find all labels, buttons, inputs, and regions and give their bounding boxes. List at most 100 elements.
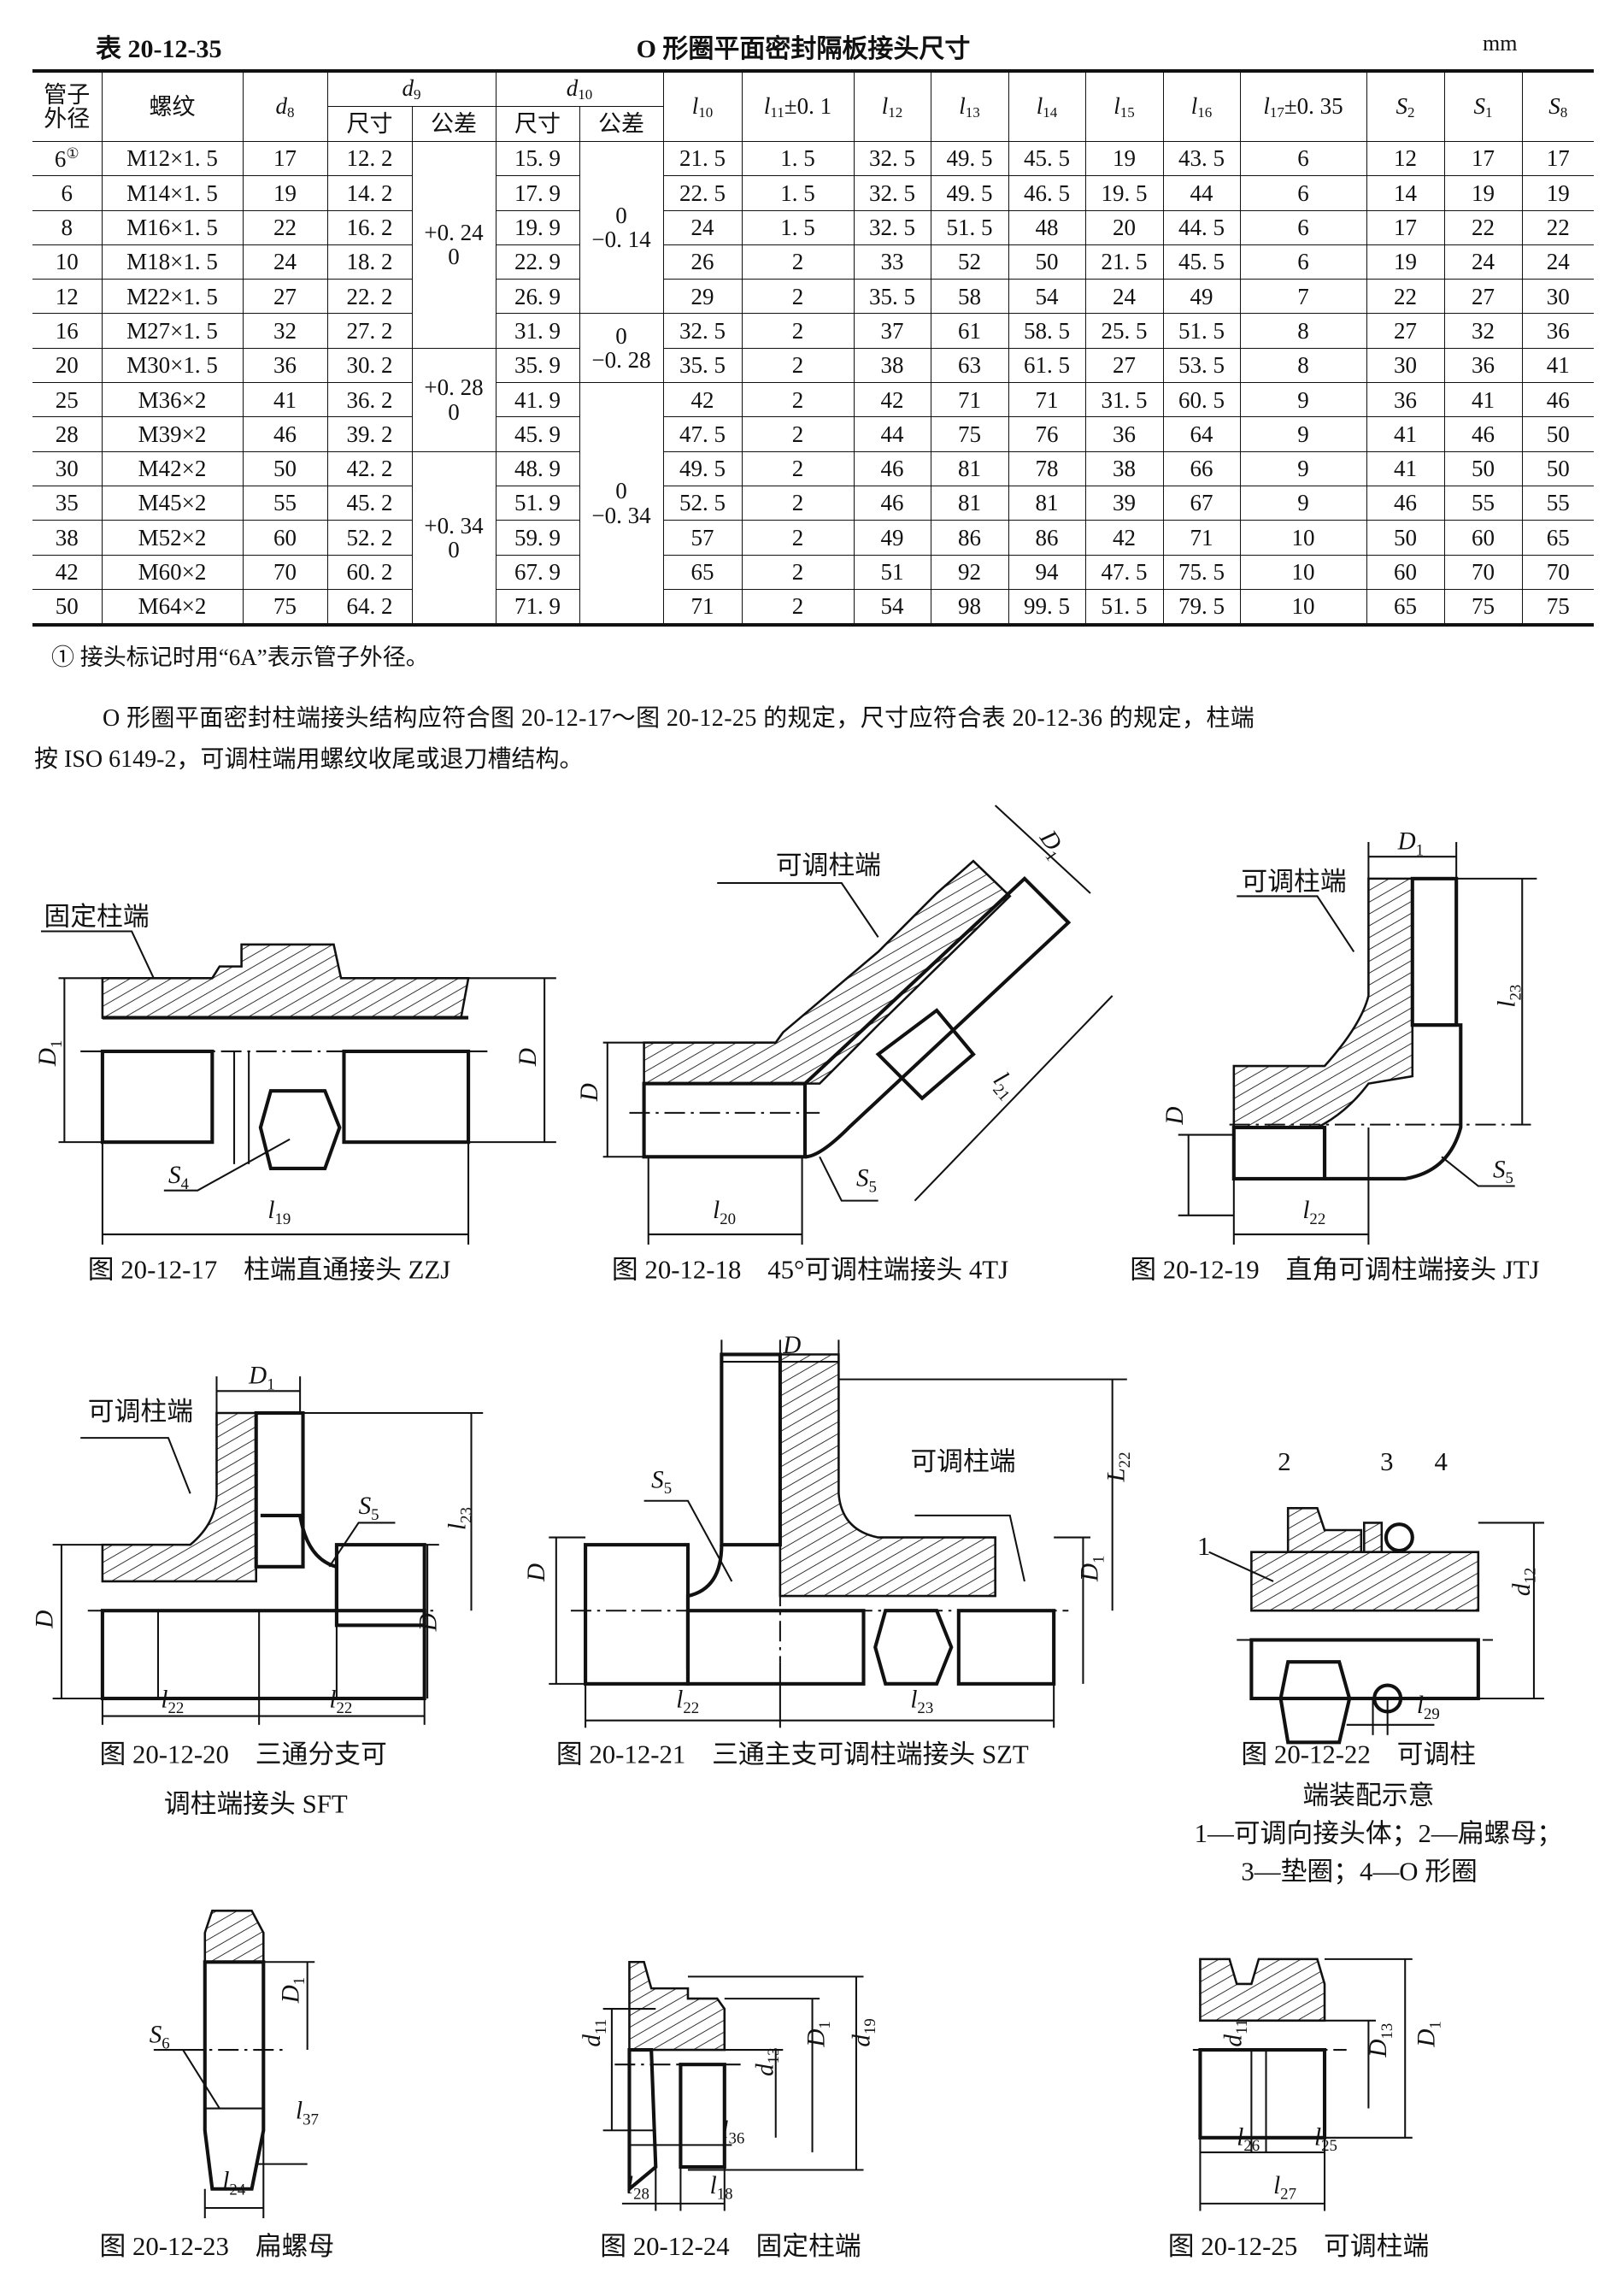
callout-label: 固定柱端 <box>44 903 149 932</box>
cell-l13: 51. 5 <box>930 209 1009 245</box>
value: 38 <box>55 524 79 550</box>
figure-20-12-20 <box>52 1376 484 1725</box>
cell-l11: 2 <box>741 485 855 521</box>
cell-l17: 9 <box>1239 485 1367 521</box>
label-subscript: 1 <box>1426 2021 1444 2028</box>
cell-d9-size: 14. 2 <box>326 175 413 211</box>
cell-l14: 86 <box>1008 520 1086 556</box>
cell-l10: 29 <box>662 279 743 315</box>
cell-l15: 19 <box>1084 140 1164 177</box>
label-subscript: 19 <box>861 2018 879 2034</box>
cell-s2: 12 <box>1366 140 1445 177</box>
label-subscript: 23 <box>1507 985 1525 1001</box>
cell-l17: 9 <box>1239 382 1367 418</box>
cell-s1: 27 <box>1443 279 1523 315</box>
cell-l15: 47. 5 <box>1084 554 1164 590</box>
cell-d10-size: 71. 9 <box>495 588 580 626</box>
label-subscript: 5 <box>1506 1169 1513 1187</box>
dimension-label: l22 <box>1302 1197 1325 1228</box>
dimension-label: S5 <box>359 1492 379 1524</box>
cell-l13: 61 <box>930 313 1009 349</box>
dimension-label: S5 <box>856 1165 877 1197</box>
cell-s2: 14 <box>1366 175 1445 211</box>
label-subscript: 26 <box>1243 2137 1260 2155</box>
cell-l12: 49 <box>853 520 931 556</box>
dimension-label: l29 <box>1417 1692 1440 1723</box>
cell-thread: M22×1. 5 <box>101 279 244 315</box>
lower-deviation: 0 <box>448 536 460 562</box>
label-symbol: d <box>848 2034 875 2047</box>
dimension-label: l21 <box>984 1067 1024 1104</box>
symbol: d <box>275 92 288 119</box>
cell-d10-size: 51. 9 <box>495 485 580 521</box>
header-l17: l17±0. 35 <box>1239 70 1367 142</box>
cell-l12: 46 <box>853 450 931 486</box>
subscript: 16 <box>1197 103 1213 121</box>
header-text: 外径 <box>44 106 91 132</box>
figure-20-12-25 <box>1192 1957 1413 2211</box>
dimension-label: D13 <box>1365 2023 1396 2058</box>
dimension-label: l22 <box>676 1686 699 1717</box>
body-paragraph-line-2: 按 ISO 6149-2，可调柱端用螺纹收尾或退刀槽结构。 <box>34 746 584 773</box>
value: 42 <box>55 559 79 586</box>
cell-l13: 81 <box>930 450 1009 486</box>
cell-thread: M12×1. 5 <box>101 140 244 177</box>
dimension-label: d12 <box>1508 1568 1540 1596</box>
figure-caption: 图 20-12-25 可调柱端 <box>1168 2232 1430 2261</box>
cell-thread: M18×1. 5 <box>101 244 244 280</box>
symbol: l <box>881 92 889 119</box>
cell-l13: 98 <box>930 588 1009 626</box>
cell-thread: M60×2 <box>101 554 244 590</box>
dimension-label: d11 <box>1219 2019 1251 2047</box>
body-paragraph-line-1: O 形圈平面密封柱端接头结构应符合图 20-12-17～图 20-12-25 的… <box>103 705 1255 732</box>
label-symbol: S <box>651 1466 664 1493</box>
cell-l16: 60. 5 <box>1162 382 1241 418</box>
cell-l15: 21. 5 <box>1084 244 1164 280</box>
cell-s1: 36 <box>1443 347 1523 384</box>
cell-s8: 17 <box>1521 140 1594 177</box>
cell-s8: 50 <box>1521 416 1594 452</box>
cell-l10: 32. 5 <box>662 313 743 349</box>
upper-deviation: +0. 28 <box>424 374 484 401</box>
symbol: d <box>566 75 579 102</box>
subscript: 17 <box>1269 103 1284 121</box>
label-subscript: 4 <box>181 1175 190 1193</box>
cell-l16: 66 <box>1162 450 1241 486</box>
label-symbol: l <box>910 1686 917 1713</box>
header-d9: d9 <box>326 70 497 107</box>
dimension-label: D <box>514 1048 542 1067</box>
dimension-label: l23 <box>910 1686 933 1717</box>
part-number: 4 <box>1434 1447 1447 1476</box>
figure-caption: 图 20-12-22 可调柱 <box>1241 1740 1476 1769</box>
cell-d9-size: 64. 2 <box>326 588 413 626</box>
label-subscript: 5 <box>371 1506 379 1524</box>
label-subscript: 23 <box>917 1699 933 1717</box>
header-d10: d10 <box>495 70 664 107</box>
cell-l13: 52 <box>930 244 1009 280</box>
cell-l15: 25. 5 <box>1084 313 1164 349</box>
value: 10 <box>55 249 79 275</box>
subscript: 8 <box>1560 103 1568 121</box>
subscript: 10 <box>698 103 714 121</box>
value: 6 <box>54 145 67 172</box>
cell-l14: 81 <box>1008 485 1086 521</box>
label-symbol: d <box>1508 1583 1536 1596</box>
label-symbol: l <box>267 1197 274 1224</box>
label-symbol: l <box>1494 1000 1521 1007</box>
label-subscript: 1 <box>816 2021 834 2028</box>
subscript: 1 <box>1485 103 1493 121</box>
cell-l13: 92 <box>930 554 1009 590</box>
label-symbol: D <box>248 1363 267 1390</box>
cell-d9-size: 16. 2 <box>326 209 413 245</box>
subscript: 12 <box>888 103 903 121</box>
cell-l16: 64 <box>1162 416 1241 452</box>
label-symbol: D <box>32 1610 59 1629</box>
value: 50 <box>55 593 79 620</box>
cell-thread: M42×2 <box>101 450 244 486</box>
